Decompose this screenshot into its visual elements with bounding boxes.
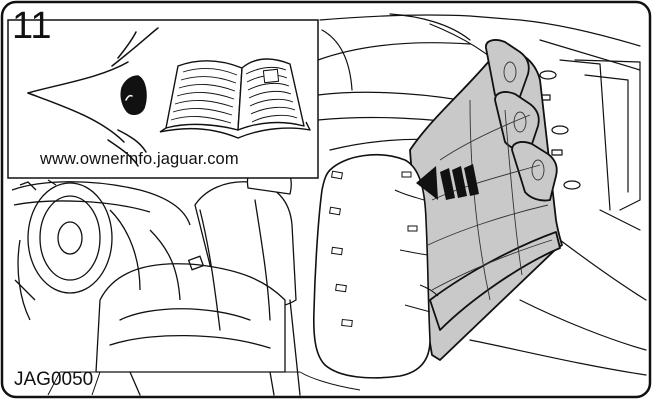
figure-code: JAG0050: [14, 369, 93, 391]
reference-url: www.ownerinfo.jaguar.com: [40, 150, 239, 169]
step-number: 11: [12, 6, 51, 46]
side-airbag: [314, 155, 430, 378]
